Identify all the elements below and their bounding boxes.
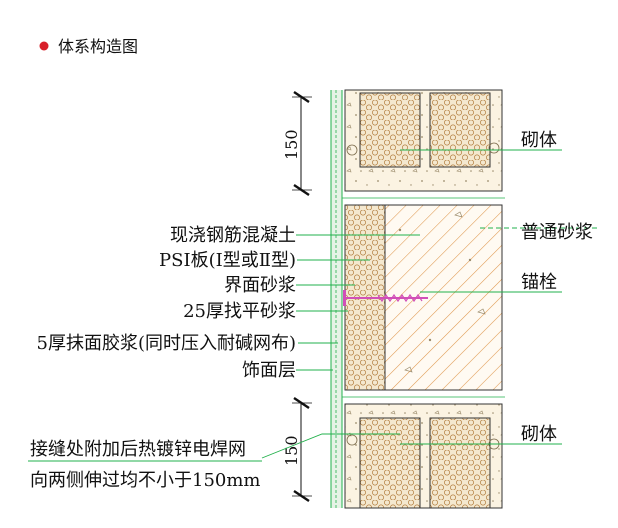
dimension-top-value: 150: [282, 129, 301, 160]
label-masonry-bottom: 砌体: [521, 424, 557, 445]
title-bullet-icon: [39, 41, 49, 51]
dimension-top: [292, 91, 312, 196]
masonry-block-top: [344, 89, 503, 192]
left-leaders: [261, 234, 420, 459]
label-finish-layer: 饰面层: [242, 360, 296, 381]
label-plaster-mortar: 5厚抹面胶浆(同时压入耐碱网布): [37, 333, 297, 354]
masonry-block-bottom: [344, 403, 503, 509]
right-leaders: [400, 149, 600, 445]
outer-finish-layers: [330, 90, 343, 508]
label-joint-mesh-line2: 向两侧伸过均不小于150mm: [30, 470, 261, 491]
label-psi-board: PSI板(Ⅰ型或Ⅱ型): [159, 250, 296, 271]
label-masonry-top: 砌体: [521, 130, 557, 151]
label-joint-mesh-line1: 接缝处附加后热镀锌电焊网: [30, 439, 246, 460]
page-title: 体系构造图: [58, 37, 138, 56]
dimension-bottom: [292, 397, 312, 502]
label-interface-mortar: 界面砂浆: [224, 275, 296, 296]
label-common-mortar: 普通砂浆: [521, 222, 593, 243]
label-cast-concrete: 现浇钢筋混凝土: [170, 225, 296, 246]
anchor-bolt: [343, 290, 428, 306]
label-leveling-mortar: 25厚找平砂浆: [183, 301, 296, 322]
dimension-bottom-value: 150: [282, 435, 301, 466]
label-anchor: 锚栓: [521, 272, 557, 293]
